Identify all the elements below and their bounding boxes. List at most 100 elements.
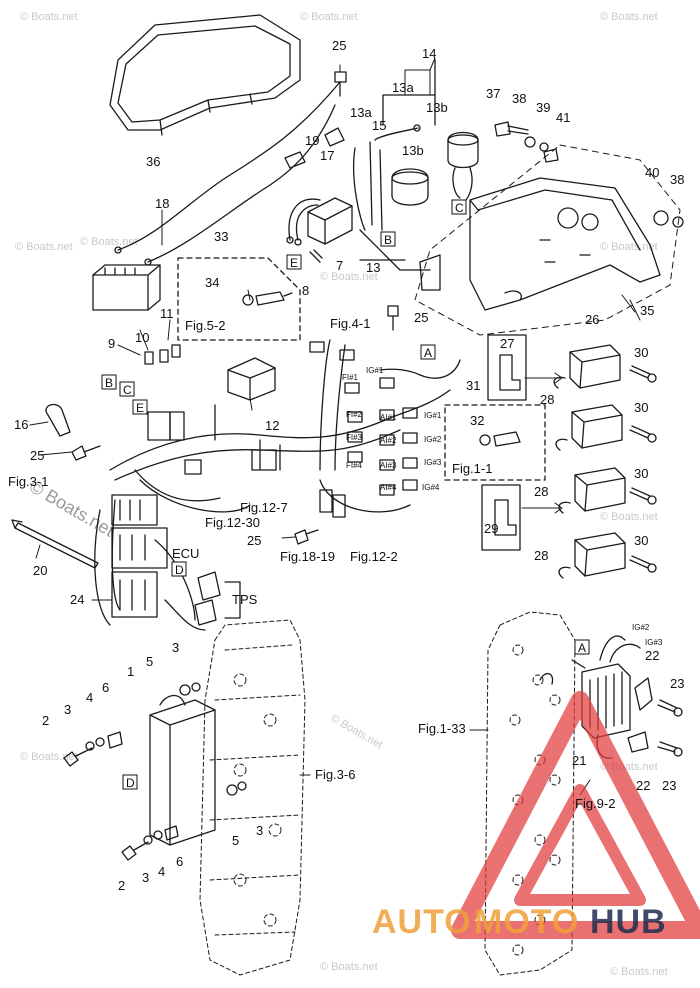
main-wiring-harness (94, 339, 461, 631)
callout: 21 (572, 753, 586, 768)
watermark: © Boats.net (20, 751, 78, 763)
callout-labels: 25 14 13a 37 38 39 41 13a 13b 15 19 13b … (14, 38, 684, 893)
callout: 2 (118, 878, 125, 893)
box-letter: C (123, 383, 132, 397)
callout: 6 (102, 680, 109, 695)
cover-plate-fig-1-33 (484, 611, 576, 976)
callout: 19 (305, 133, 319, 148)
callout: 30 (634, 466, 648, 481)
watermark: © Boats.net (320, 961, 378, 973)
ecu-mount-hardware (63, 682, 247, 861)
callout: 23 (670, 676, 684, 691)
watermark: © Boats.net (600, 511, 658, 523)
callout: 5 (146, 654, 153, 669)
callout: 18 (155, 196, 169, 211)
callout: 22 (636, 778, 650, 793)
electrical-bracket-35 (414, 144, 681, 336)
cable-tie-20 (11, 519, 99, 569)
bolt-set-37-41 (494, 121, 684, 228)
fitting-17-19 (284, 127, 345, 169)
fi-label: FI#2 (346, 410, 363, 419)
callout: 32 (470, 413, 484, 428)
callout: 39 (536, 100, 550, 115)
ecu-module-24 (111, 494, 168, 618)
ignition-coil-28 (558, 467, 626, 514)
ignition-sensor-box-31 (444, 404, 546, 481)
ai-label: AI#4 (380, 483, 397, 492)
callout: 15 (372, 118, 386, 133)
callout: 4 (158, 864, 165, 879)
callout: 8 (302, 283, 309, 298)
callout: 41 (556, 110, 570, 125)
callout: 40 (645, 165, 659, 180)
callout: 11 (160, 306, 174, 321)
fig-ref: Fig.3-1 (8, 474, 48, 489)
callout: 3 (64, 702, 71, 717)
callout: 12 (265, 418, 279, 433)
leader-lines (29, 57, 641, 796)
callout: 22 (645, 648, 659, 663)
box-letter: B (384, 233, 392, 247)
figure-references: Fig.5-2 Fig.4-1 Fig.1-1 Fig.3-1 Fig.12-7… (8, 316, 615, 811)
callout: 3 (142, 870, 149, 885)
sensor-box-33 (177, 257, 301, 341)
starter-relay-14 (359, 59, 479, 261)
fig-ref: Fig.4-1 (330, 316, 370, 331)
ig-label: IG#1 (366, 366, 384, 375)
callout: 25 (414, 310, 428, 325)
box-letter: E (136, 401, 144, 415)
callout: 26 (585, 312, 599, 327)
box-letter: D (175, 563, 184, 577)
fig-ref: Fig.12-7 (240, 500, 288, 515)
tps-label: TPS (232, 592, 258, 607)
callout: 36 (146, 154, 160, 169)
fi-label: FI#3 (346, 433, 363, 442)
callout: 37 (486, 86, 500, 101)
watermark: © Boats.net (600, 241, 658, 253)
fig-ref: Fig.1-33 (418, 721, 466, 736)
watermark: © Boats.net (610, 966, 668, 978)
watermark: © Boats.net (300, 11, 358, 23)
box-letter: D (126, 776, 135, 790)
callout: 13a (350, 105, 372, 120)
fig-ref: Fig.5-2 (185, 318, 225, 333)
callout: 28 (540, 392, 554, 407)
fig-ref: Fig.9-2 (575, 796, 615, 811)
brand-logo-triangle (451, 691, 700, 939)
ignition-coil-26 (553, 344, 621, 389)
callout: 27 (500, 336, 514, 351)
ig-label: IG#3 (645, 638, 663, 647)
ig-label: IG#2 (424, 435, 442, 444)
ecu-label: ECU (172, 546, 199, 561)
watermark: © Boats.net (329, 712, 385, 751)
callout: 13a (392, 80, 414, 95)
fitting-16 (45, 403, 71, 437)
callout: 9 (108, 336, 115, 351)
ignition-coil-28 (558, 532, 626, 579)
ig-label: IG#4 (422, 483, 440, 492)
callout: 2 (42, 713, 49, 728)
top-cover-36 (109, 14, 301, 136)
callout: 6 (176, 854, 183, 869)
ig-label: IG#3 (424, 458, 442, 467)
connector-letter-boxes: C B E A B C E D D A (101, 199, 590, 790)
relay-assembly-7 (286, 197, 353, 263)
callout: 24 (70, 592, 84, 607)
brand-auto: AUTO (372, 903, 472, 941)
callout: 33 (214, 229, 228, 244)
callout: 10 (135, 330, 149, 345)
watermark: © Boats.net (80, 236, 138, 248)
fig-ref: Fig.3-6 (315, 767, 355, 782)
callout: 7 (336, 258, 343, 273)
callout: 30 (634, 533, 648, 548)
callout: 23 (662, 778, 676, 793)
callout: 4 (86, 690, 93, 705)
callout: 28 (534, 484, 548, 499)
brand-moto: MOTO (474, 903, 579, 941)
relay-12 (227, 357, 276, 401)
callout: 17 (320, 148, 334, 163)
callout: 31 (466, 378, 480, 393)
ignition-coil-28 (555, 404, 623, 451)
ig-label: IG#2 (632, 623, 650, 632)
